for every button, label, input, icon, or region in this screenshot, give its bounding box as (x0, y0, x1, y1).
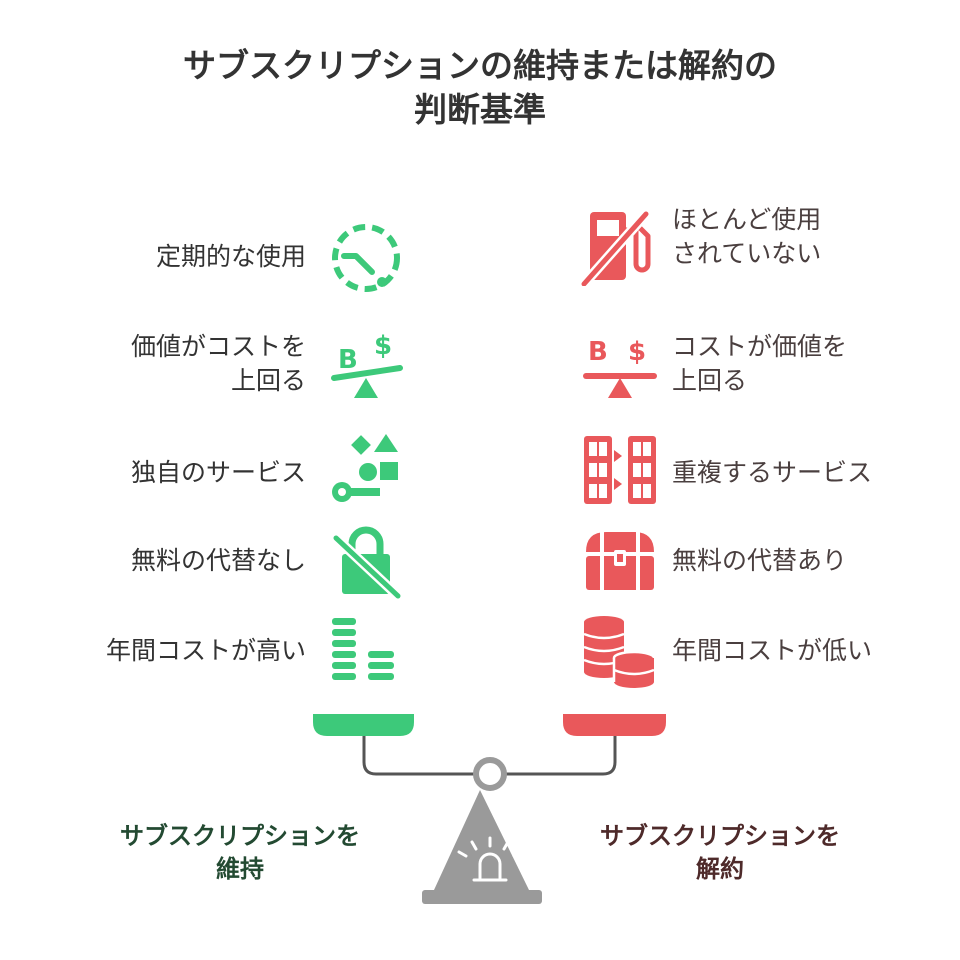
no-free-lock-icon (326, 520, 406, 600)
cancel-pan (563, 714, 666, 736)
keep-factor-no-free-alternative: 無料の代替なし (130, 546, 306, 575)
unused-fuel-icon (580, 206, 660, 286)
duplicate-boxes-icon (580, 430, 660, 510)
stacked-bars-icon (326, 612, 406, 692)
keep-factor-value-exceeds-cost: 価値がコストを 上回る (130, 332, 306, 395)
keep-outcome-label: サブスクリプションを 維持 (120, 822, 360, 883)
svg-text:B: B (338, 345, 358, 375)
keep-factor-unique-service: 独自のサービス (130, 458, 306, 487)
unique-shapes-icon (326, 430, 406, 510)
chest-icon (580, 522, 660, 602)
title-line-2: 判断基準 (414, 90, 546, 129)
keep-pan (313, 714, 414, 736)
cancel-factor-free-alternative: 無料の代替あり (672, 546, 848, 575)
scale-pivot (473, 757, 507, 791)
scale-base (434, 790, 529, 890)
keep-factor-high-annual-cost: 年間コストが高い (105, 636, 306, 665)
cancel-factor-duplicate-service: 重複するサービス (672, 458, 873, 487)
svg-text:$: $ (374, 331, 392, 361)
cancel-outcome-label: サブスクリプションを 解約 (600, 822, 840, 883)
svg-text:B: B (588, 337, 608, 367)
scale-base-bar (422, 890, 542, 904)
alarm-icon (457, 836, 523, 882)
title-line-1: サブスクリプションの維持または解約の (183, 46, 777, 85)
page-title: サブスクリプションの維持または解約の 判断基準 (0, 44, 960, 132)
cancel-factor-cost-exceeds-value: コストが価値を 上回る (672, 332, 848, 395)
svg-text:$: $ (628, 337, 646, 367)
clock-icon (326, 218, 406, 298)
cancel-factor-low-annual-cost: 年間コストが低い (672, 636, 873, 665)
balance-icon: B $ (326, 326, 406, 406)
keep-factor-regular-use: 定期的な使用 (155, 242, 306, 271)
balance-icon: B $ (580, 326, 660, 406)
cancel-factor-rarely-used: ほとんど使用 されていない (672, 205, 822, 268)
coin-stack-icon (580, 612, 660, 692)
